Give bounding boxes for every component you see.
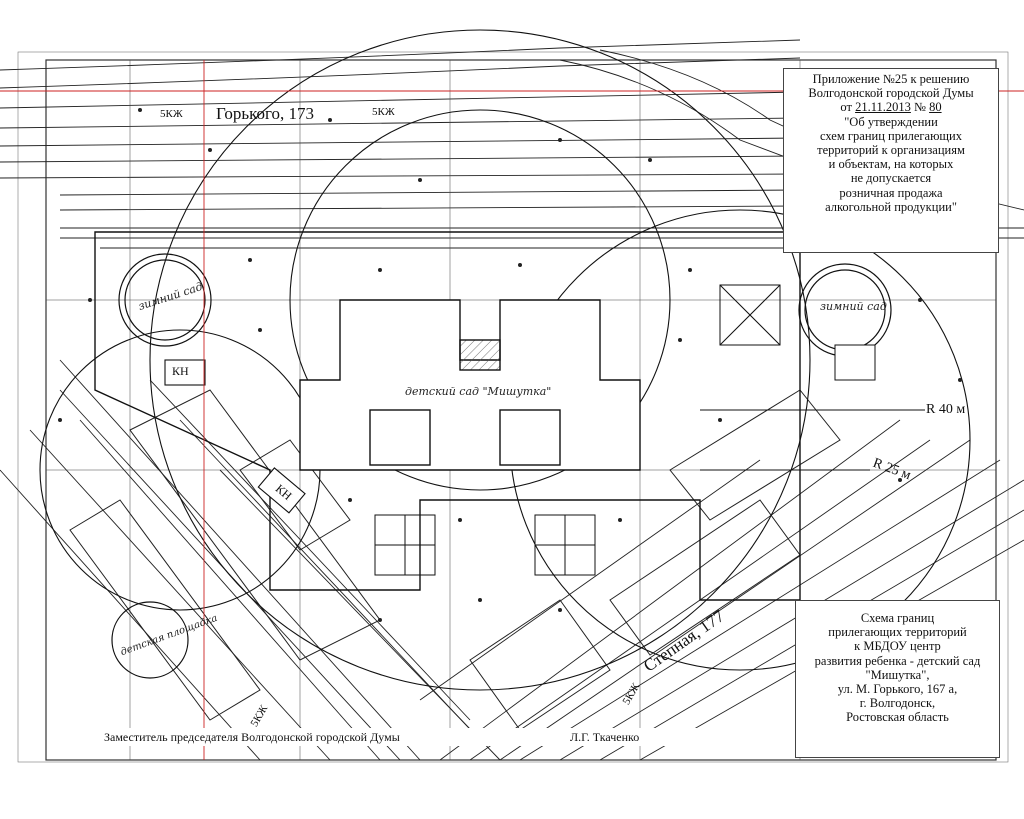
radius-circles bbox=[39, 29, 971, 691]
approval-line: алкогольной продукции" bbox=[825, 199, 957, 214]
winter-garden-right-label: зимний сад bbox=[820, 300, 887, 313]
radius-40-label: R 40 м bbox=[926, 402, 966, 418]
scheme-line: "Мишутка", bbox=[865, 667, 930, 682]
scheme-title: Схема границ прилегающих территорий к МБ… bbox=[795, 600, 1000, 758]
kn-label-1: КН bbox=[172, 364, 189, 378]
floors-label-2: 5КЖ bbox=[372, 106, 395, 118]
approval-line: Приложение №25 к решению bbox=[812, 72, 970, 86]
approval-line: не допускается bbox=[850, 171, 932, 186]
approval-number: 80 bbox=[929, 100, 942, 115]
building-label: детский сад "Мишутка" bbox=[405, 385, 552, 398]
map-frame bbox=[45, 59, 997, 761]
approval-date-line: от 21.11.2013 № 80 bbox=[840, 100, 942, 115]
approval-note: Приложение №25 к решению Волгодонской го… bbox=[783, 68, 999, 253]
survey-marks bbox=[58, 108, 962, 622]
scheme-line: г. Волгодонск, bbox=[859, 696, 936, 711]
footer-bar bbox=[90, 728, 710, 746]
approval-line: Волгодонской городской Думы bbox=[808, 86, 974, 101]
approval-date: 21.11.2013 bbox=[855, 100, 911, 115]
footer-deputy: Заместитель председателя Волгодонской го… bbox=[104, 730, 400, 744]
street-label-gorkogo: Горького, 173 bbox=[216, 104, 315, 123]
scheme-line: Ростовская область bbox=[846, 710, 949, 725]
footer-name: Л.Г. Ткаченко bbox=[570, 730, 640, 744]
kindergarten-building bbox=[299, 299, 641, 471]
approval-line: "Об утверждении bbox=[844, 114, 938, 129]
approval-line: схем границ прилегающих bbox=[819, 128, 963, 143]
scheme-line: к МБДОУ центр bbox=[854, 639, 941, 654]
approval-line: и объектам, на которых bbox=[828, 157, 954, 172]
scheme-line: прилегающих территорий bbox=[828, 625, 967, 640]
scheme-line: ул. М. Горького, 167 а, bbox=[837, 682, 958, 697]
floors-label-1: 5КЖ bbox=[160, 108, 183, 120]
pavilions bbox=[374, 284, 781, 576]
scheme-line: развития ребенка - детский сад bbox=[814, 653, 981, 668]
scheme-line: Схема границ bbox=[860, 611, 935, 625]
territory-boundary bbox=[94, 231, 801, 601]
approval-line: территорий к организациям bbox=[817, 143, 965, 158]
approval-line: розничная продажа bbox=[839, 185, 943, 200]
